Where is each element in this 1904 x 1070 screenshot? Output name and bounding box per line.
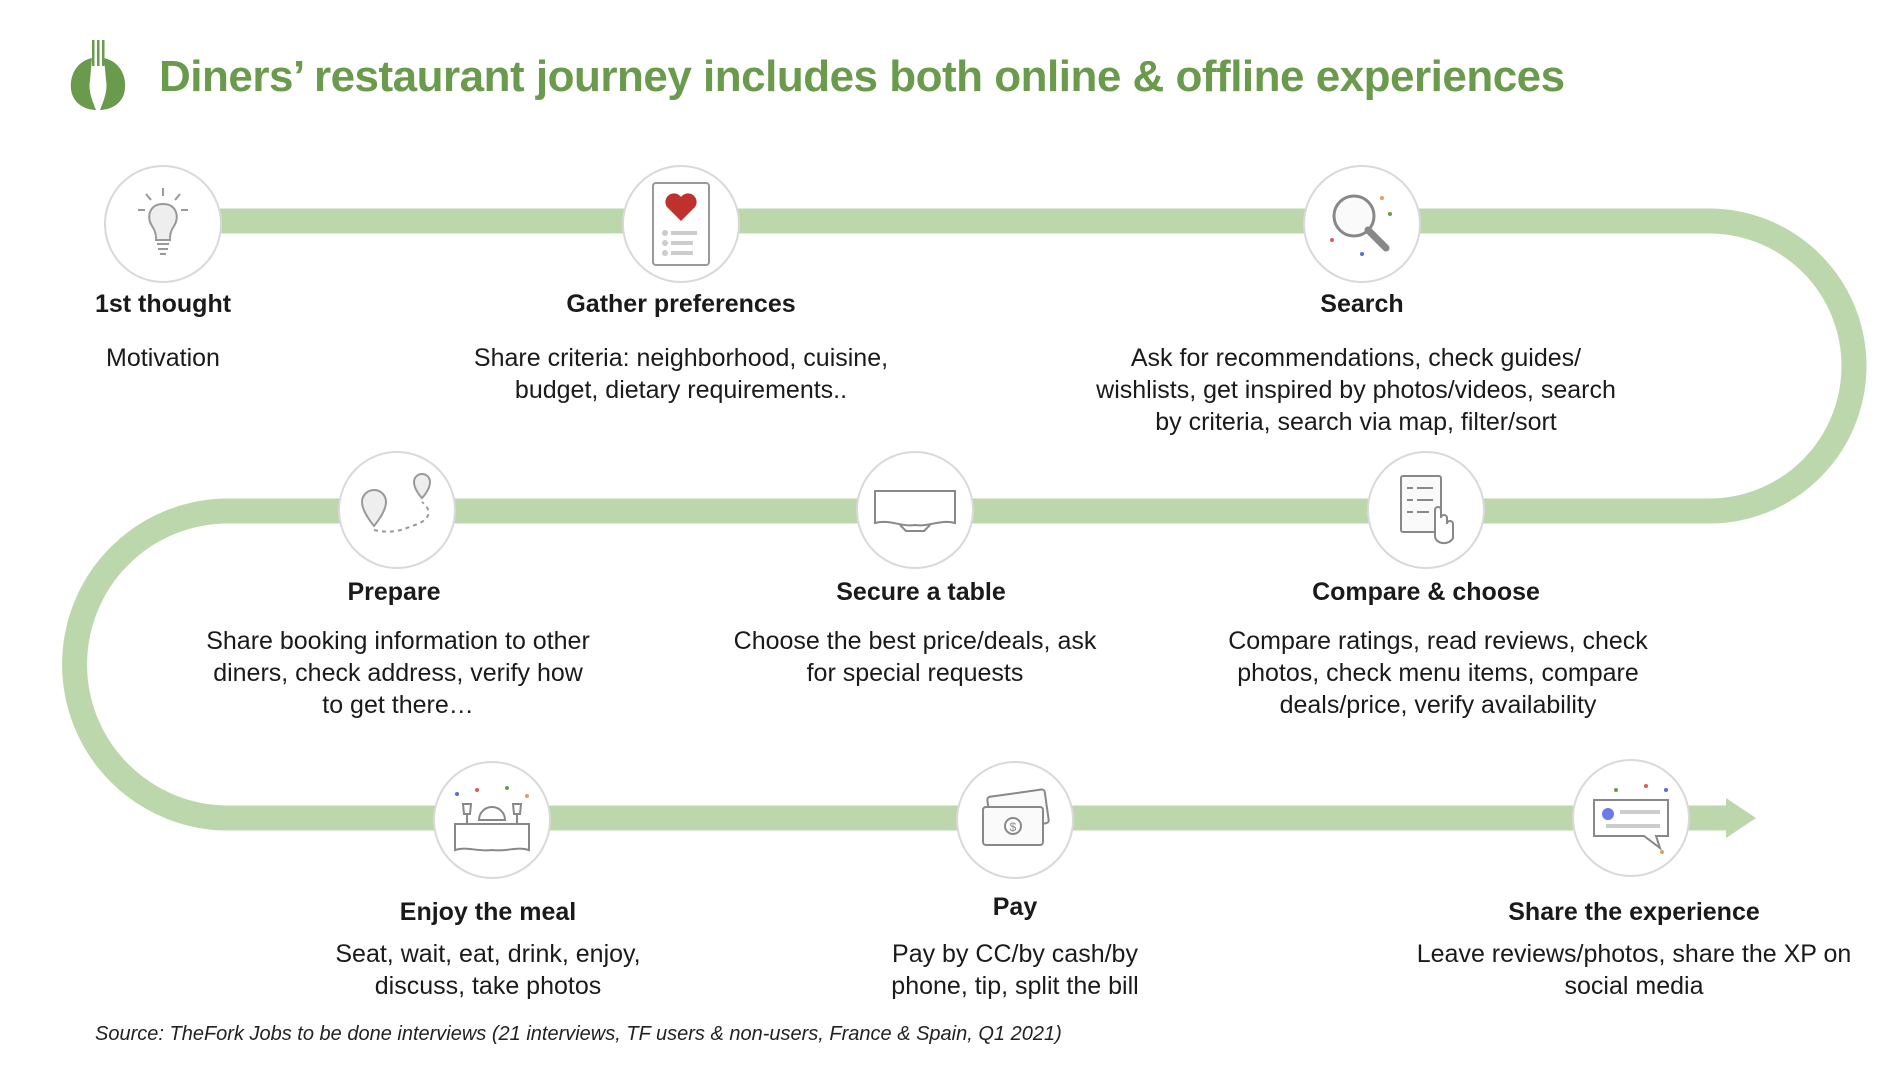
desc-line: Leave reviews/photos, share the XP on [1416,940,1852,968]
desc-line: social media [1564,972,1704,1000]
source-note: Source: TheFork Jobs to be done intervie… [95,1023,1062,1045]
step-1-title: 1st thought [94,290,232,318]
step-5-title: Secure a table [836,578,1006,606]
step-4-node [338,451,456,569]
map-route-icon [360,472,432,533]
step-1-node [104,165,222,283]
desc-line: Share booking information to other [206,627,590,655]
step-7-desc: Seat, wait, eat, drink, enjoy, discuss, t… [335,938,640,1002]
desc-line: diners, check address, verify how [213,659,583,687]
chat-bubble-icon [1593,784,1669,854]
desc-line: wishlists, get inspired by photos/videos… [1096,376,1616,404]
step-4-desc: Share booking information to other diners… [206,625,590,721]
desc-line: Motivation [106,344,220,372]
step-9-node [1572,759,1690,877]
desc-line: deals/price, verify availability [1279,691,1597,719]
desc-line: budget, dietary requirements.. [514,376,848,404]
step-3-desc: Ask for recommendations, check guides/wi… [1096,342,1616,438]
desc-line: Share criteria: neighborhood, cuisine, [473,344,889,372]
lightbulb-icon [138,188,188,255]
thefork-logo-icon [70,40,126,110]
step-7-node [433,761,551,879]
desc-line: for special requests [806,659,1024,687]
page-title: Diners’ restaurant journey includes both… [159,52,1565,101]
desc-line: Ask for recommendations, check guides/ [1130,344,1582,372]
desc-line: Seat, wait, eat, drink, enjoy, [335,940,641,968]
step-8-title: Pay [992,893,1038,921]
magnifier-icon [1330,194,1392,256]
desc-line: by criteria, search via map, filter/sort [1155,408,1557,436]
step-5-node [856,451,974,569]
table-icon [874,490,956,532]
step-9-desc: Leave reviews/photos, share the XP on soc… [1417,938,1852,1002]
desc-line: to get there… [322,691,474,719]
heart-list-icon [652,182,710,266]
step-1-desc: Motivation [106,342,220,374]
step-3-title: Search [1320,290,1404,318]
step-3-node [1303,165,1421,283]
step-2-node [622,165,740,283]
step-7-title: Enjoy the meal [399,898,577,926]
step-2-title: Gather preferences [566,290,796,318]
desc-line: discuss, take photos [374,972,602,1000]
payment-card-icon: $ [982,788,1050,846]
desc-line: photos, check menu items, compare [1237,659,1639,687]
desc-line: Compare ratings, read reviews, check [1228,627,1648,655]
step-6-node [1367,451,1485,569]
dining-table-icon [454,786,530,852]
step-6-desc: Compare ratings, read reviews, check phot… [1228,625,1648,721]
step-9-title: Share the experience [1508,898,1760,926]
step-4-title: Prepare [347,578,441,606]
step-2-desc: Share criteria: neighborhood, cuisine, bu… [474,342,888,406]
checklist-hand-icon [1400,475,1454,544]
step-8-node: $ [956,761,1074,879]
step-5-desc: Choose the best price/deals, ask for spec… [734,625,1097,689]
step-8-desc: Pay by CC/by cash/by phone, tip, split th… [891,938,1138,1002]
desc-line: Choose the best price/deals, ask [733,627,1097,655]
arrow-head [1726,798,1756,838]
desc-line: Pay by CC/by cash/by [892,940,1138,968]
svg-text:$: $ [1010,820,1017,834]
step-6-title: Compare & choose [1312,578,1540,606]
desc-line: phone, tip, split the bill [891,972,1139,1000]
